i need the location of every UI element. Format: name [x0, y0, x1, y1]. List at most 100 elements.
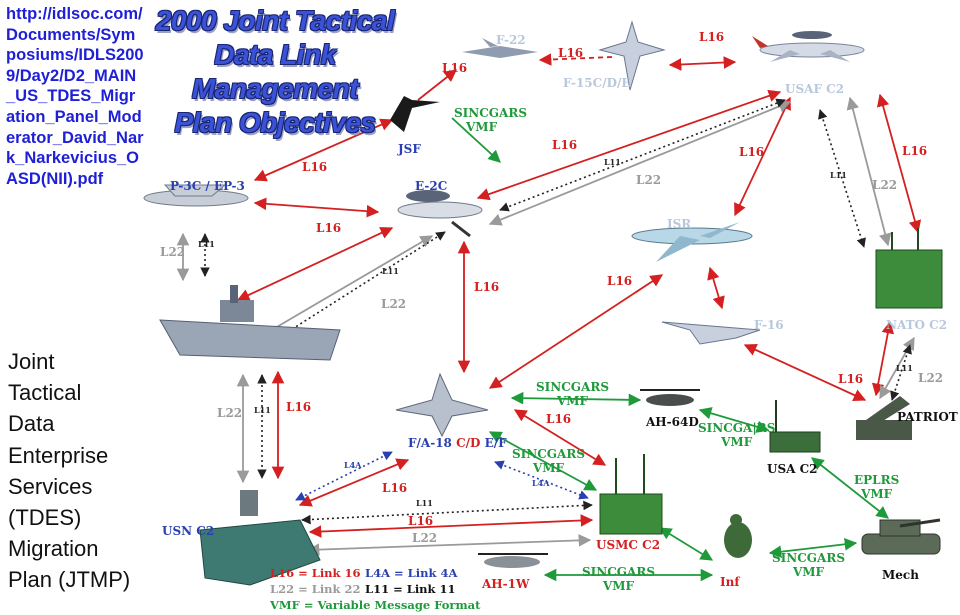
node-label-ah64: AH-64D	[646, 415, 699, 429]
tank-vehicle	[861, 518, 941, 555]
link-label-l22: L22	[381, 297, 407, 311]
title-line-3: Plan Objectives	[174, 107, 376, 138]
link-label-l16: L16	[382, 481, 408, 495]
legend-vmf: VMF = Variable Message Format	[270, 598, 481, 612]
link-label-l11: L11	[896, 363, 913, 373]
link-label-l11: L11	[382, 266, 399, 276]
jtmp-line-7: Migration	[8, 536, 99, 562]
node-label-isr: ISR	[667, 217, 692, 231]
legend-l22: L22 = Link 22	[270, 582, 361, 596]
link-label-l16: L16	[408, 514, 434, 528]
link-label-l16: L16	[607, 274, 633, 288]
usmc-c2-site	[599, 454, 663, 535]
infantry-soldier	[724, 514, 752, 558]
link-label-l22: L22	[217, 406, 243, 420]
node-label-f22: F-22	[496, 33, 526, 47]
vmf-text: VMF	[532, 461, 565, 475]
node-label-ah1w: AH-1W	[482, 577, 530, 591]
link-label-l16: L16	[902, 144, 928, 158]
link-label-l16: L16	[474, 280, 500, 294]
link-label-l16: L16	[552, 138, 578, 152]
node-label-fa18: F/A-18 C/D E/F	[408, 436, 507, 450]
node-label-usmc-c2: USMC C2	[596, 538, 661, 552]
sincgars-rs-text: SINCGA|RS	[698, 421, 776, 435]
link-label-l16: L16	[442, 61, 468, 75]
fa18-prefix: F/A-18	[408, 436, 457, 450]
legend-l4a: L4A = Link 4A	[365, 566, 458, 580]
node-label-f16: F-16	[754, 318, 784, 332]
node-label-jsf: JSF	[398, 142, 421, 156]
vmf-text: VMF	[792, 565, 825, 579]
jtmp-line-8: Plan (JTMP)	[8, 567, 131, 593]
link-label-l22: L22	[160, 245, 186, 259]
title-line-2: Data Link Management	[191, 39, 359, 104]
link-label-l11: L11	[604, 157, 621, 167]
node-label-usa-c2: USA C2	[767, 462, 818, 476]
fa18-cd: C/D	[456, 436, 481, 450]
link-label-l11: L11	[198, 239, 215, 249]
source-url-link[interactable]: http://idlsoc.com/Documents/Symposiums/I…	[6, 5, 144, 188]
link-label-l16: L16	[699, 30, 725, 44]
jtmp-line-3: Data	[8, 411, 55, 437]
vmf-lines	[451, 117, 889, 582]
usa-c2-vehicle	[769, 400, 821, 453]
vmf-text: VMF	[602, 579, 635, 593]
link-label-l22: L22	[918, 371, 944, 385]
legend: L16 = Link 16 L4A = Link 4A L22 = Link 22…	[270, 565, 480, 613]
eplrs-text: EPLRS	[854, 473, 900, 487]
node-label-f15: F-15C/D/E	[563, 76, 631, 90]
diagram-title: 2000 Joint Tactical Data Link Management…	[140, 4, 410, 140]
link-label-l11: L11	[416, 498, 433, 508]
node-label-usaf-c2: USAF C2	[785, 82, 845, 96]
awacs-aircraft	[752, 31, 865, 62]
legend-l11: L11 = Link 11	[365, 582, 456, 596]
link-label-l16: L16	[838, 372, 864, 386]
vmf-text: VMF	[556, 394, 589, 408]
node-label-patriot: PATRIOT	[897, 410, 958, 424]
link-label-l16: L16	[558, 46, 584, 60]
f16-aircraft	[661, 321, 761, 345]
ah64-helicopter	[640, 389, 700, 406]
f22-aircraft	[462, 38, 538, 58]
carrier-ship	[199, 490, 321, 586]
ah1w-helicopter	[478, 553, 548, 568]
link-label-l22: L22	[412, 531, 438, 545]
legend-row-1: L16 = Link 16 L4A = Link 4A	[270, 565, 480, 581]
jtmp-line-1: Joint	[8, 349, 55, 374]
node-label-mech: Mech	[882, 568, 919, 582]
isr-aircraft	[631, 222, 753, 262]
legend-row-3: VMF = Variable Message Format	[270, 597, 480, 613]
fa18-aircraft	[395, 372, 489, 438]
node-label-nato-c2: NATO C2	[886, 318, 948, 332]
jtmp-title: Joint Tactical Data Enterprise Services …	[8, 346, 158, 596]
f15-aircraft	[598, 20, 666, 91]
jtmp-line-6: (TDES)	[8, 505, 82, 531]
sincgars-text: SINCGARS	[536, 380, 609, 394]
link-label-l4a: L4A	[344, 460, 362, 470]
link-label-l16: L16	[739, 145, 765, 159]
vmf-text: VMF	[721, 435, 753, 449]
sincgars-text: SINCGARS	[582, 565, 655, 579]
legend-l16: L16 = Link 16	[270, 566, 361, 580]
legend-row-2: L22 = Link 22 L11 = Link 11	[270, 581, 480, 597]
jtmp-line-4: Enterprise	[8, 442, 109, 468]
e2c-aircraft	[397, 190, 483, 238]
link-label-l16: L16	[546, 412, 572, 426]
vmf-text: VMF	[466, 120, 498, 134]
link-label-l16: L16	[316, 221, 342, 235]
link-label-l22: L22	[872, 178, 898, 192]
jsf-aircraft	[390, 96, 440, 132]
link-label-l11: L11	[830, 170, 847, 180]
node-label-usn-c2: USN C2	[162, 524, 215, 538]
vmf-text: VMF	[861, 487, 893, 501]
node-label-p3c: P-3C / EP-3	[170, 179, 245, 193]
sincgars-text: SINCGARS	[512, 447, 585, 461]
